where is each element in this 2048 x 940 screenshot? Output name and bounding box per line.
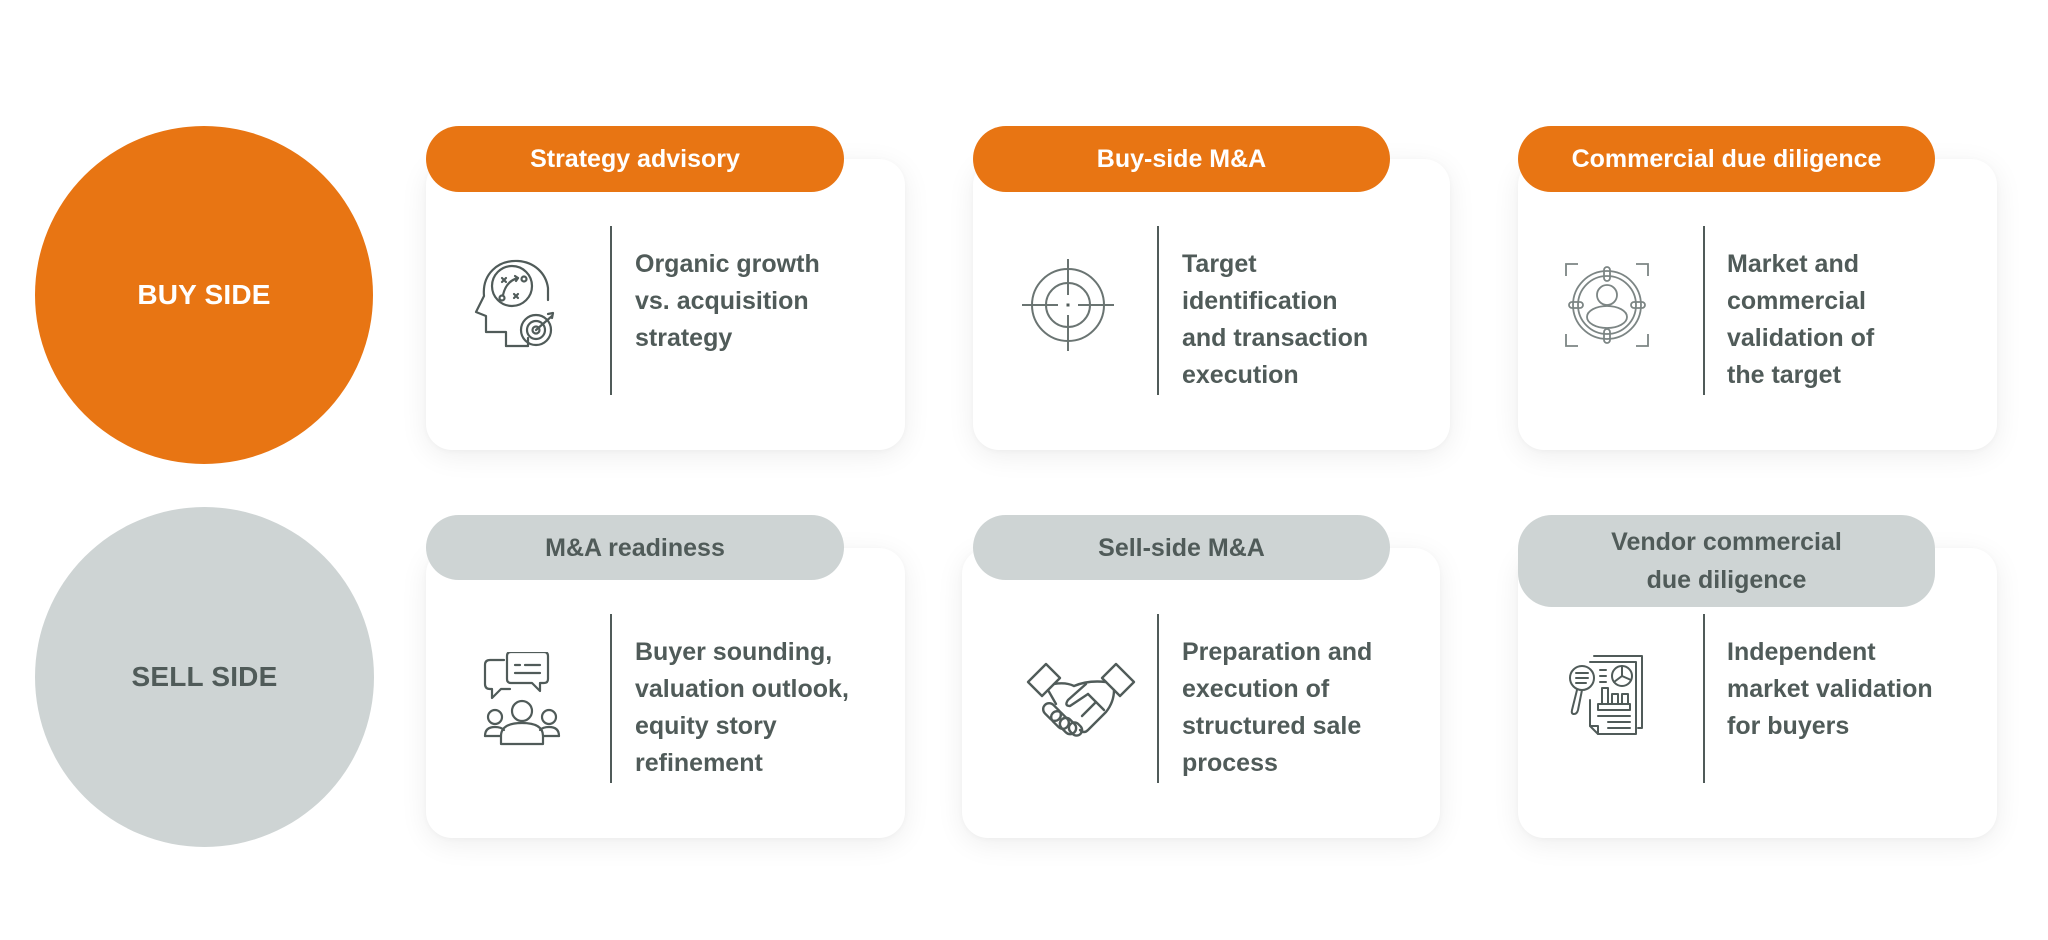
pill-strategy-advisory: Strategy advisory [426, 126, 844, 192]
card-description: Organic growth vs. acquisition strategy [635, 246, 885, 357]
card-title: Buy-side M&A [1096, 145, 1267, 173]
divider [610, 226, 612, 395]
description-line: identification [1182, 287, 1338, 315]
description-line: valuation outlook, [635, 675, 849, 703]
sell-side-circle: SELL SIDE [35, 507, 374, 847]
divider [1157, 614, 1159, 783]
description-line: vs. acquisition [635, 287, 809, 315]
description-line: execution [1182, 361, 1299, 389]
head-strategy-target-icon [472, 258, 560, 348]
buy-side-label: BUY SIDE [137, 279, 271, 310]
card-description: Independent market validation for buyers [1727, 634, 1987, 745]
description-line: process [1182, 749, 1278, 777]
crosshair-target-icon [1020, 257, 1116, 353]
description-line: the target [1727, 361, 1841, 389]
description-line: Target [1182, 250, 1257, 278]
description-line: for buyers [1727, 712, 1850, 740]
description-line: equity story [635, 712, 777, 740]
group-discussion-icon [482, 652, 562, 746]
description-line: refinement [635, 749, 763, 777]
description-line: Market and [1727, 250, 1859, 278]
description-line: Independent [1727, 638, 1876, 666]
pill-buy-side-ma: Buy-side M&A [973, 126, 1390, 192]
card-title-line: due diligence [1646, 566, 1807, 594]
card-description: Buyer sounding, valuation outlook, equit… [635, 634, 895, 782]
description-line: and transaction [1182, 324, 1369, 352]
pill-ma-readiness: M&A readiness [426, 515, 844, 580]
card-title-line: Vendor commercial [1611, 528, 1842, 556]
description-line: Organic growth [635, 250, 820, 278]
description-line: structured sale [1182, 712, 1362, 740]
description-line: Preparation and [1182, 638, 1373, 666]
divider [1703, 226, 1705, 395]
divider [1703, 614, 1705, 783]
pill-commercial-due-diligence: Commercial due diligence [1518, 126, 1935, 192]
description-line: execution of [1182, 675, 1330, 703]
description-line: market validation [1727, 675, 1933, 703]
card-commercial-due-diligence [1518, 159, 1997, 450]
card-title: Sell-side M&A [1098, 533, 1265, 562]
handshake-icon [1026, 660, 1136, 738]
card-title: Commercial due diligence [1571, 145, 1882, 173]
card-description: Market and commercial validation of the … [1727, 246, 1977, 394]
pill-vendor-commercial-due-diligence: Vendor commercial due diligence [1518, 515, 1935, 607]
description-line: commercial [1727, 287, 1866, 315]
card-description: Target identification and transaction ex… [1182, 246, 1432, 394]
description-line: strategy [635, 324, 733, 352]
report-analysis-icon [1568, 652, 1650, 736]
card-title: Strategy advisory [530, 145, 740, 173]
card-ma-readiness [426, 548, 905, 838]
buy-side-circle: BUY SIDE [35, 126, 373, 464]
divider [1157, 226, 1159, 395]
divider [610, 614, 612, 783]
card-description: Preparation and execution of structured … [1182, 634, 1432, 782]
sell-side-label: SELL SIDE [131, 661, 278, 692]
pill-sell-side-ma: Sell-side M&A [973, 515, 1390, 580]
description-line: Buyer sounding, [635, 638, 833, 666]
description-line: validation of [1727, 324, 1875, 352]
person-focus-target-icon [1564, 262, 1650, 348]
card-sell-side-ma [962, 548, 1440, 838]
card-title: M&A readiness [545, 533, 725, 562]
